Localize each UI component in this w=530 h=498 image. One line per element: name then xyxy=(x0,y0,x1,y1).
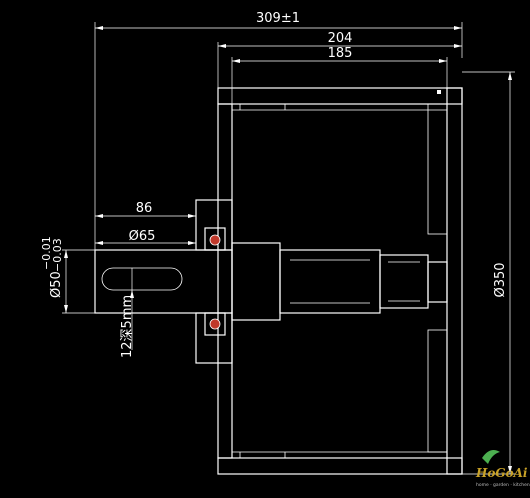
label-shaft-diameter: Ø50 xyxy=(49,271,64,298)
dim-shaft-diameter: Ø50 −0.01 −0.03 xyxy=(40,236,95,314)
bearing-ball-bottom xyxy=(209,318,221,330)
shaft xyxy=(94,242,448,321)
bearing-housing xyxy=(195,199,233,364)
dim-inner-width: 185 xyxy=(231,46,448,104)
dim-shaft-extension: 86 xyxy=(95,201,197,222)
label-drum-diameter: Ø350 xyxy=(493,262,508,297)
label-drum-width: 204 xyxy=(328,31,353,46)
dim-drum-width: 204 xyxy=(217,31,462,104)
label-keyway: 12深5mm xyxy=(120,295,135,358)
watermark-tagline: home · garden · kitchen xyxy=(476,482,530,488)
bearing-ball-top xyxy=(209,234,221,246)
dim-shaft-neck: Ø65 xyxy=(95,229,196,245)
watermark-logo: HoGoAi home · garden · kitchen xyxy=(475,450,530,488)
label-inner-width: 185 xyxy=(328,46,353,61)
dim-keyway: 12深5mm xyxy=(120,268,135,358)
dim-overall-length: 309±1 xyxy=(94,11,463,258)
drum-body xyxy=(217,87,463,475)
leaf-icon xyxy=(482,450,500,464)
label-overall-length: 309±1 xyxy=(256,11,300,26)
watermark-brand: HoGoAi xyxy=(475,466,528,480)
label-shaft-neck: Ø65 xyxy=(129,229,156,244)
label-shaft-tolerance-lower: −0.03 xyxy=(51,238,64,272)
label-shaft-tolerance-upper: −0.01 xyxy=(40,236,53,270)
label-shaft-extension: 86 xyxy=(136,201,153,216)
dim-drum-diameter: Ø350 xyxy=(462,71,515,475)
